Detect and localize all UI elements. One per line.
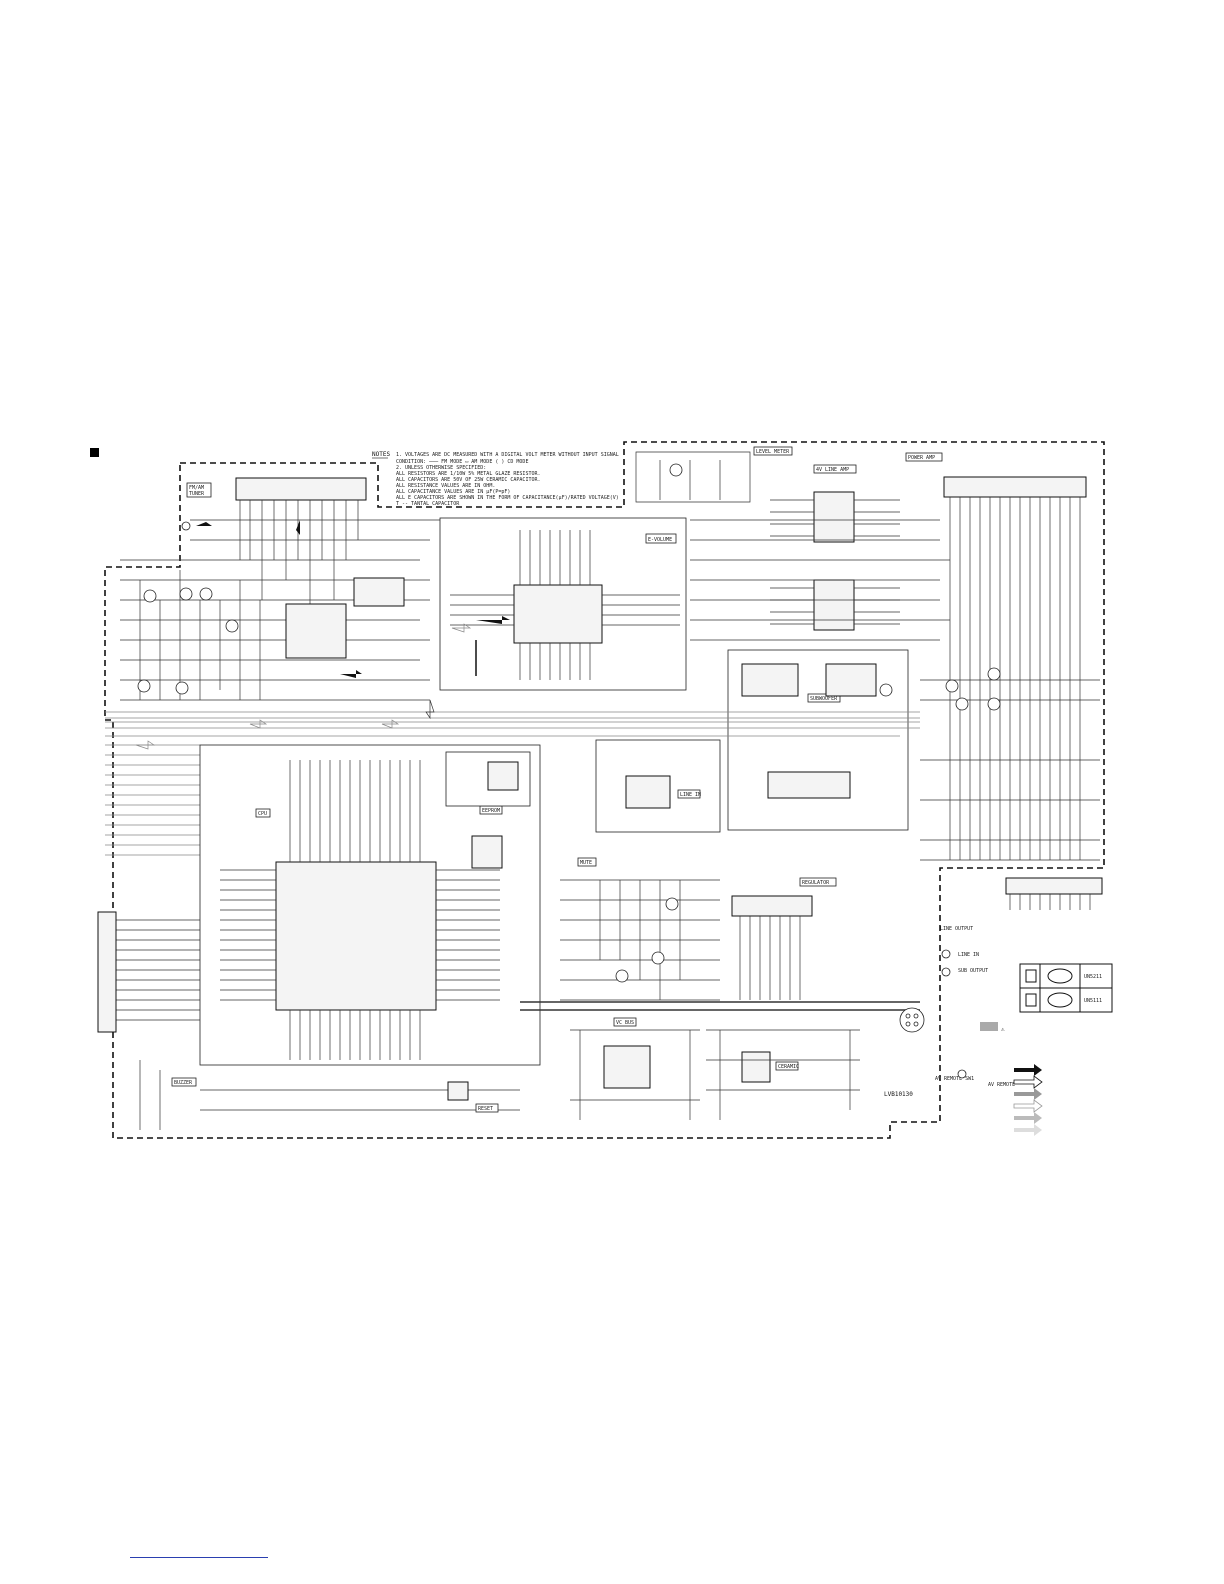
safety-icon: ⚠	[1001, 1026, 1005, 1033]
buzzer-section: BUZZER	[139, 1060, 520, 1130]
cpu-ic	[275, 861, 437, 1011]
notes-block: NOTES 1. VOLTAGES ARE DC MEASURED WITH A…	[372, 451, 619, 507]
notes-line: ALL RESISTANCE VALUES ARE IN OHM.	[396, 483, 495, 489]
power-amp-label: POWER AMP	[908, 455, 935, 461]
line-amp-section: 4V LINE AMP	[690, 464, 950, 641]
subwoofer-section: SUBWOOFER	[727, 649, 909, 831]
board-boundary	[104, 441, 1105, 1139]
av-remote-label: AV REMOTE SW1	[935, 1076, 974, 1082]
din-connector	[899, 1007, 925, 1033]
eeprom-section: EEPROM	[471, 805, 503, 869]
speaker-connector	[1005, 877, 1103, 895]
e-volume-ic	[513, 584, 603, 644]
line-in-ic	[625, 775, 671, 809]
notes-line: CONDITION: ─── FM MODE ▭ AM MODE ( ) CD …	[396, 459, 528, 465]
line-in-label: LINE IN	[680, 792, 701, 798]
board-number: LVB10130	[884, 1091, 913, 1098]
line-amp-label: 4V LINE AMP	[816, 467, 849, 473]
notes-heading: NOTES	[372, 451, 390, 458]
vc-bus-label: VC BUS	[616, 1020, 634, 1026]
notes-line: 2. UNLESS OTHERWISE SPECIFIED:	[396, 465, 486, 471]
ceramic-ic	[741, 1051, 771, 1083]
line-output-label: LINE OUTPUT	[940, 926, 973, 932]
subwoofer-ic-1	[741, 663, 799, 697]
mute-label: MUTE	[580, 860, 592, 866]
output-connectors: LINE OUTPUT LINE IN SUB OUTPUT AV REMOTE…	[899, 877, 1103, 1088]
tuner-connector	[235, 477, 367, 501]
subwoofer-ic-2	[825, 663, 877, 697]
legend-transistor-1: UN5211	[1084, 974, 1102, 980]
notes-line: ALL CAPACITORS ARE 50V OF 25W CERAMIC CA…	[396, 477, 541, 483]
e-volume-section: E-VOLUME	[439, 517, 687, 691]
footer-link-underline[interactable]	[130, 1557, 268, 1558]
reset-label: RESET	[478, 1106, 493, 1112]
notes-line: ALL CAPACITANCE VALUES ARE IN μF(P=pF)	[396, 489, 510, 495]
ceramic-label: CERAMIC	[778, 1064, 799, 1070]
notes-line: T -- TANTAL CAPACITOR	[396, 501, 460, 507]
line-in-section: LINE IN	[595, 739, 721, 833]
level-meter-section: LEVEL METER	[635, 446, 793, 503]
line-amp-ic-2	[813, 579, 855, 631]
power-amp-section: POWER AMP	[905, 452, 1100, 861]
e-volume-label: E-VOLUME	[648, 537, 672, 543]
notes-line: ALL RESISTORS ARE 1/10W 5% METAL GLAZE R…	[396, 471, 541, 477]
signal-arrow-legend	[1013, 1064, 1043, 1136]
notes-line: 1. VOLTAGES ARE DC MEASURED WITH A DIGIT…	[396, 452, 619, 458]
power-amp-connector	[943, 476, 1087, 498]
line-amp-ic-1	[813, 491, 855, 543]
regulator-ic	[731, 895, 813, 917]
line-in-jack-label: LINE IN	[958, 952, 979, 958]
legend-transistor-2: UN5111	[1084, 998, 1102, 1004]
buffer-ic	[487, 761, 519, 791]
transistor-legend: UN5211 UN5111	[1019, 963, 1113, 1013]
buzzer-label: BUZZER	[174, 1080, 193, 1086]
vc-bus-section: VC BUS	[570, 1017, 700, 1120]
tuner-ic	[285, 603, 347, 659]
cpu-label: CPU	[258, 811, 267, 817]
eeprom-ic	[471, 835, 503, 869]
reset-section: RESET	[447, 1081, 499, 1113]
front-panel-connector	[97, 911, 117, 1033]
vc-bus-ic	[603, 1045, 651, 1089]
reset-ic	[447, 1081, 469, 1101]
tuner-ic-2	[353, 577, 405, 607]
subwoofer-label: SUBWOOFER	[810, 696, 838, 702]
signal-bus	[105, 711, 920, 856]
notes-line: ALL E CAPACITORS ARE SHOWN IN THE FORM O…	[396, 495, 619, 501]
safety-swatch	[980, 1022, 998, 1031]
regulator-label: REGULATOR	[802, 880, 830, 886]
eeprom-label: EEPROM	[482, 808, 500, 814]
mute-section: MUTE	[560, 857, 720, 1001]
subwoofer-ic-3	[767, 771, 851, 799]
section-bullet	[90, 448, 99, 457]
regulator-section: REGULATOR	[520, 877, 920, 1011]
av-remote-jack-label: AV REMOTE	[988, 1082, 1015, 1088]
level-meter-label: LEVEL METER	[756, 449, 790, 455]
sub-output-label: SUB OUTPUT	[958, 968, 988, 974]
ceramic-section: CERAMIC	[706, 1029, 860, 1120]
